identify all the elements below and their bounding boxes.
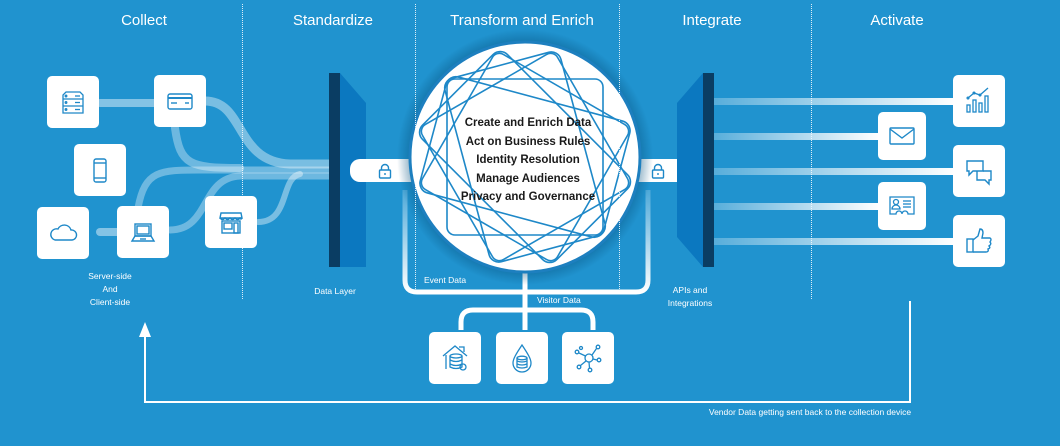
source-mobile[interactable] <box>74 144 126 196</box>
source-cloud[interactable] <box>37 207 89 259</box>
stage-title-transform: Transform and Enrich <box>450 12 594 29</box>
hub-capabilities: Create and Enrich Data Act on Business R… <box>430 114 626 207</box>
rosette-loop <box>419 75 631 239</box>
vendor-feedback-caption: Vendor Data getting sent back to the col… <box>708 407 912 417</box>
cloud-icon <box>50 224 78 241</box>
capability-business-rules: Act on Business Rules <box>465 135 591 148</box>
laptop-icon <box>130 223 156 242</box>
collect-caption-line: And <box>102 284 118 294</box>
rosette-square <box>420 52 630 262</box>
collect-caption-line: Client-side <box>89 297 131 307</box>
source-server[interactable] <box>47 76 99 128</box>
capability-identity-resolution: Identity Resolution <box>476 154 580 166</box>
apis-caption: APIs and Integrations <box>655 284 725 310</box>
divider-collect-standardize <box>242 4 243 299</box>
divider-integrate-activate <box>811 4 812 299</box>
capability-manage-audiences: Manage Audiences <box>476 172 580 185</box>
data-warehouse-icon <box>442 345 468 371</box>
activate-flows <box>714 98 954 245</box>
flow-store-out <box>255 171 303 225</box>
server-icon <box>62 91 84 114</box>
source-laptop[interactable] <box>117 206 169 258</box>
divider-transform-integrate <box>619 4 620 289</box>
lock-icon-input <box>378 163 392 179</box>
destination-id-card[interactable] <box>878 182 926 230</box>
analytics-chart-icon <box>966 87 989 113</box>
rosette-loop <box>443 51 607 263</box>
capability-privacy-governance: Privacy and Governance <box>460 191 596 203</box>
vendor-feedback-arrow <box>139 301 911 403</box>
source-store[interactable] <box>205 196 257 248</box>
network-graph-icon <box>574 344 602 373</box>
source-payment-card[interactable] <box>154 75 206 127</box>
flow-card-out <box>200 96 335 169</box>
hub-circle <box>397 29 653 285</box>
collect-caption: Server-side And Client-side <box>60 270 160 309</box>
storefront-icon <box>219 212 243 234</box>
lock-icon-output <box>651 163 665 179</box>
credit-card-icon <box>167 93 193 110</box>
rosette-loop <box>418 50 632 264</box>
collect-caption-line: Server-side <box>88 271 132 281</box>
data-lake-icon <box>512 343 532 373</box>
capability-create-enrich: Create and Enrich Data <box>464 117 592 129</box>
divider-standardize-transform <box>415 4 416 289</box>
data-layer-caption: Data Layer <box>314 286 356 296</box>
destination-analytics[interactable] <box>953 75 1005 127</box>
stage-title-activate: Activate <box>870 12 924 29</box>
destination-email[interactable] <box>878 112 926 160</box>
destination-social[interactable] <box>953 215 1005 267</box>
visitor-data-label: Visitor Data <box>537 295 581 305</box>
store-identity-graph[interactable] <box>562 332 614 384</box>
chat-bubbles-icon <box>966 160 992 186</box>
destination-chat[interactable] <box>953 145 1005 197</box>
apis-caption-line: APIs and <box>672 285 708 295</box>
apis-panel <box>677 73 714 267</box>
stage-title-integrate: Integrate <box>682 12 742 29</box>
email-icon <box>889 127 915 145</box>
mobile-phone-icon <box>93 158 107 183</box>
event-data-label: Event Data <box>424 275 467 285</box>
store-data-lake[interactable] <box>496 332 548 384</box>
rosette-square <box>420 52 630 262</box>
stage-title-standardize: Standardize <box>292 12 374 29</box>
flow-laptop-up <box>134 166 334 212</box>
stage-title-collect: Collect <box>121 12 167 29</box>
apis-caption-line: Integrations <box>667 298 713 308</box>
thumbs-up-icon <box>966 228 992 253</box>
visitor-data-branches <box>458 307 596 330</box>
store-data-warehouse[interactable] <box>429 332 481 384</box>
id-card-icon <box>889 196 915 215</box>
rosette-square <box>446 78 604 236</box>
